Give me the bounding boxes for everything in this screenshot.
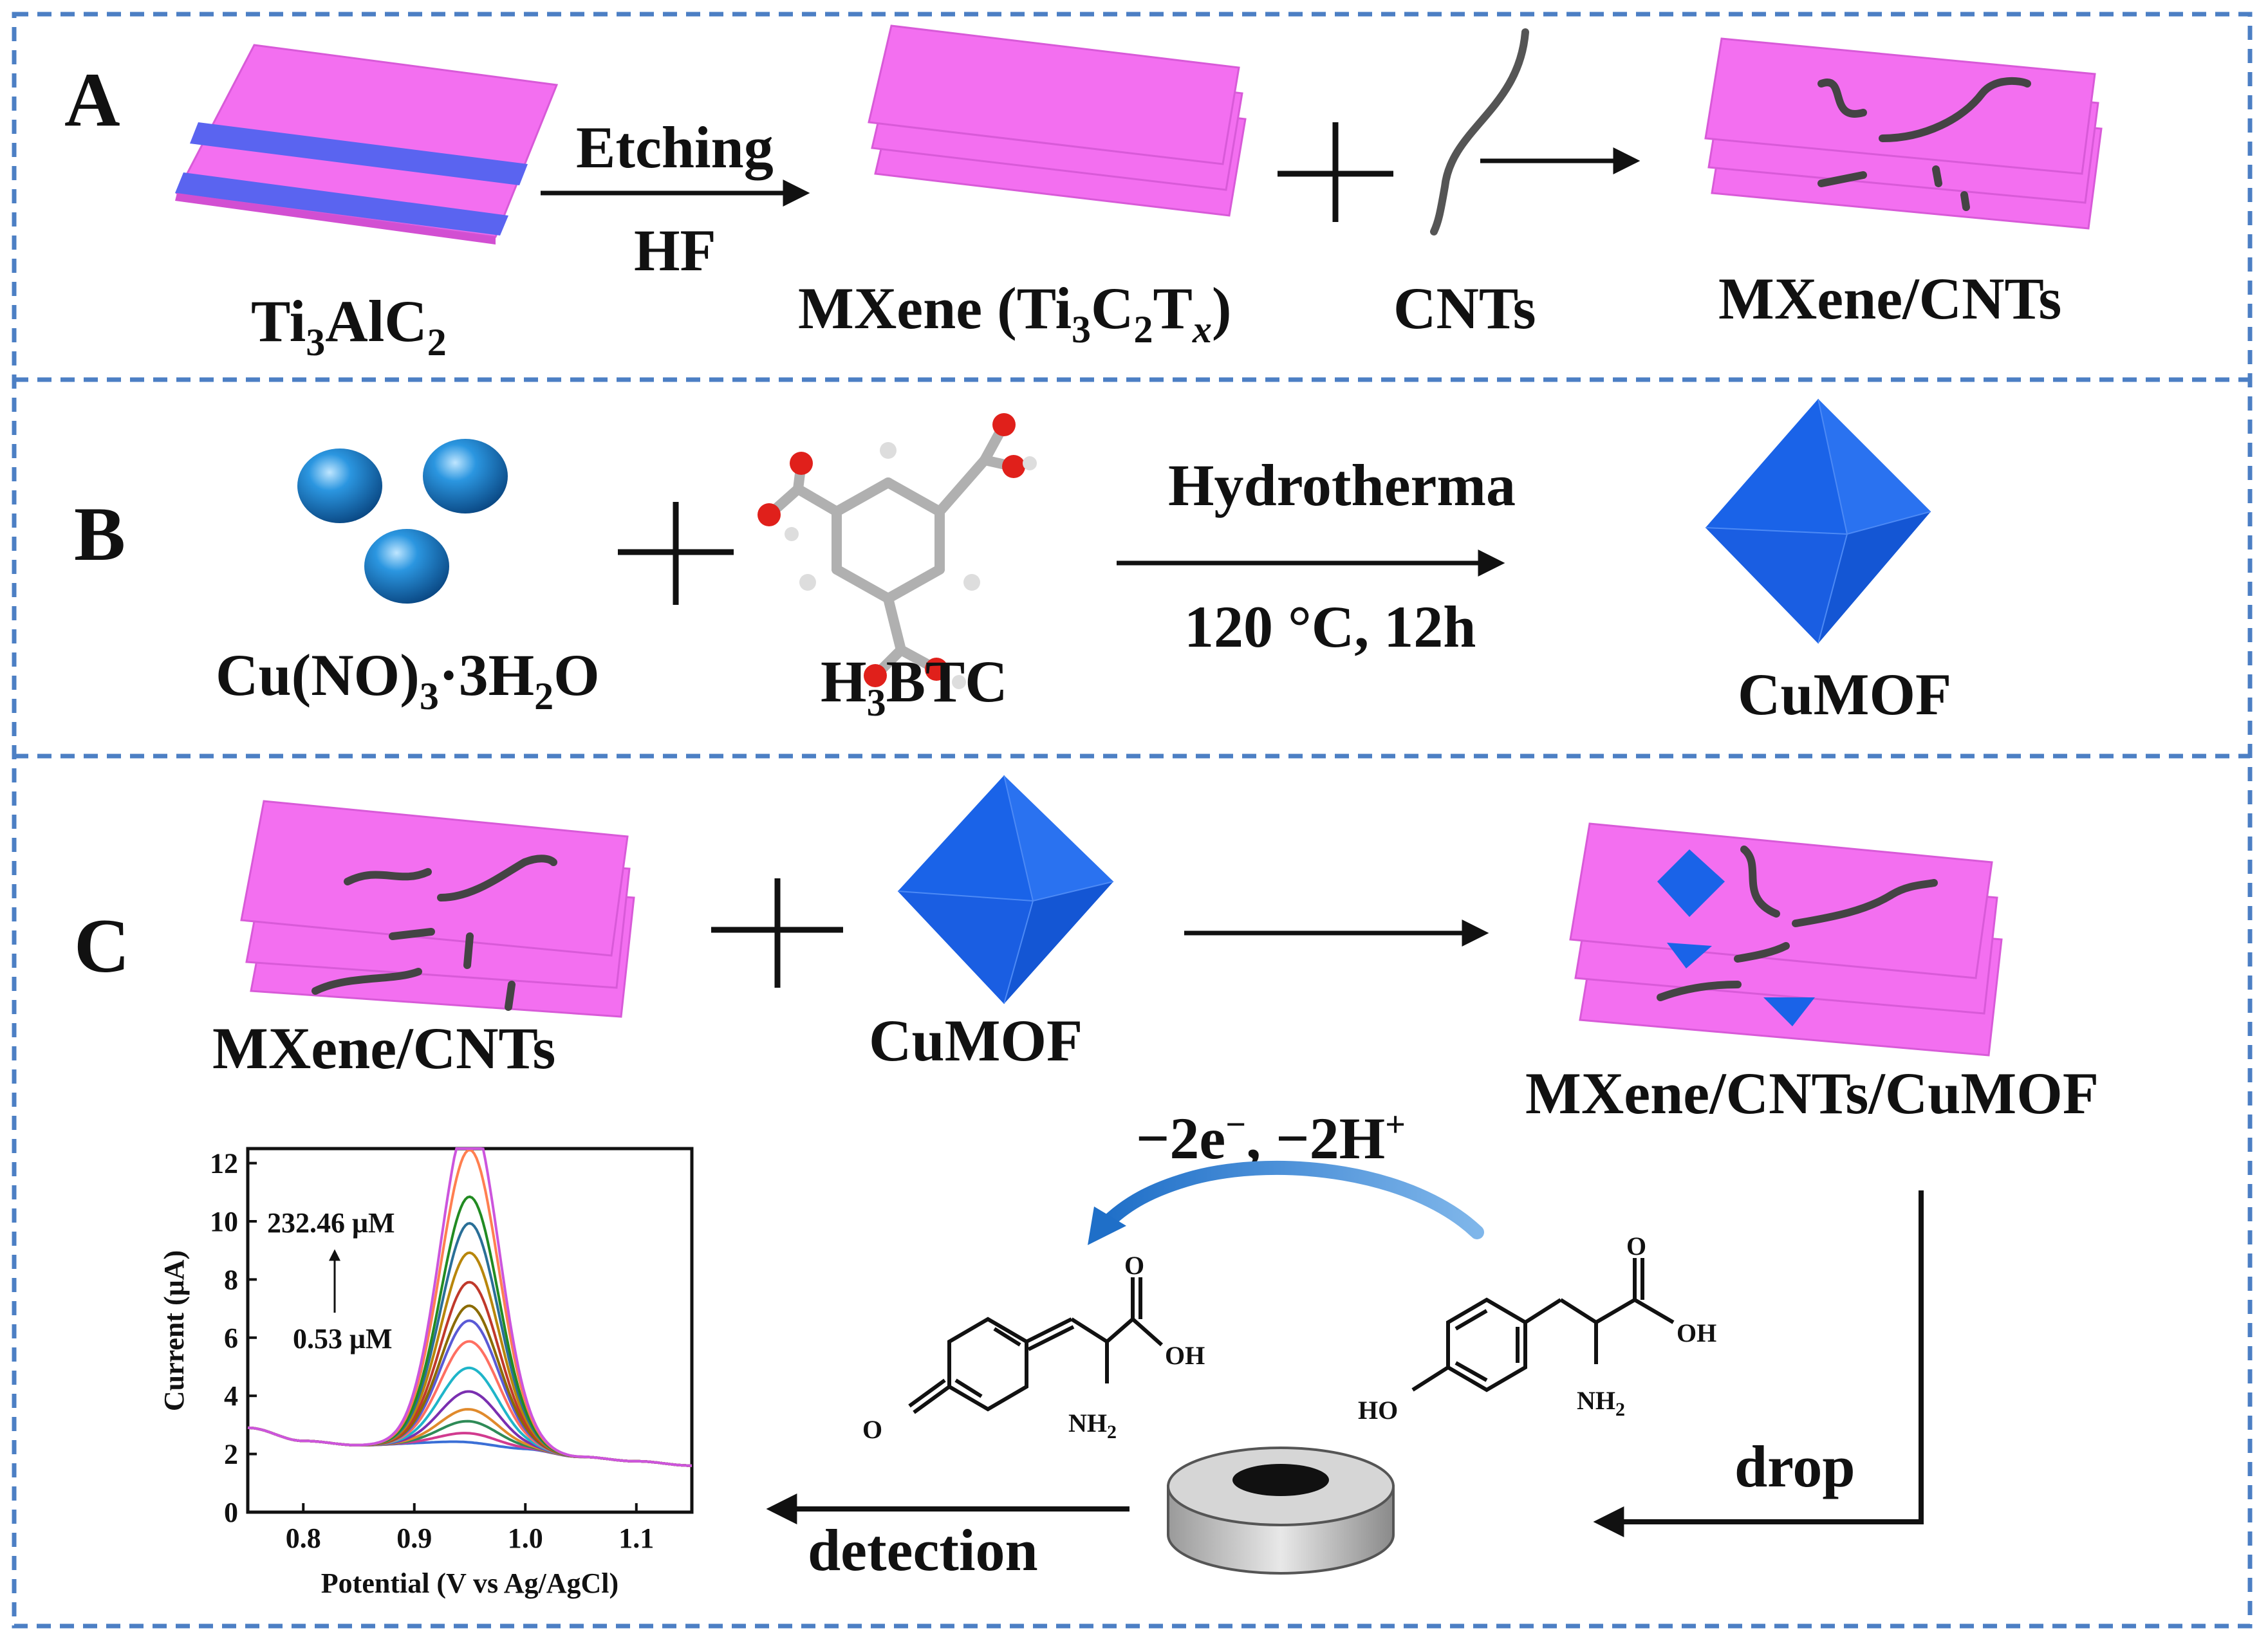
tyrosine-ho: HO	[1358, 1396, 1398, 1425]
mxene-label: MXene (Ti3C2Tx)	[798, 275, 1231, 351]
tyrosine-nh2: NH2	[1577, 1386, 1625, 1420]
x-ticks: 0.8 0.9 1.0 1.1	[286, 1503, 654, 1554]
y-tick-label: 8	[224, 1264, 238, 1295]
detection-label: detection	[808, 1517, 1038, 1583]
y-ticks: 0 2 4 6 8 10 12	[210, 1148, 257, 1528]
oxidation-arrow	[1097, 1160, 1484, 1239]
panel-letter-a: A	[64, 57, 120, 142]
x-tick-label: 0.8	[286, 1522, 321, 1554]
x-tick-label: 1.0	[508, 1522, 543, 1554]
ti3alc2-label: Ti3AlC2	[251, 288, 447, 364]
cumof-label-b: CuMOF	[1738, 661, 1951, 727]
mxene-sheets	[868, 24, 1247, 217]
composite-sheets	[1569, 822, 2003, 1057]
plus-sign-a	[1278, 122, 1393, 222]
mxene-cnts-label-c: MXene/CNTs	[212, 1015, 555, 1081]
redox-label: −2e−, −2H+	[1136, 1105, 1406, 1171]
tyrosine-o: O	[1626, 1232, 1646, 1261]
x-tick-label: 0.9	[396, 1522, 432, 1554]
oxidized-oh: OH	[1165, 1341, 1205, 1370]
cnt-tube	[1430, 28, 1529, 236]
annotation-low: 0.53 μM	[293, 1323, 392, 1355]
y-axis-label: Current (μA)	[158, 1250, 190, 1411]
cnts-label: CNTs	[1393, 275, 1536, 341]
chart-frame	[246, 1147, 694, 1514]
oxidized-o-left: O	[862, 1415, 882, 1444]
oxidized-nh2: NH2	[1068, 1409, 1117, 1443]
tyrosine-oh: OH	[1677, 1318, 1716, 1347]
electrode	[1167, 1447, 1395, 1575]
y-tick-label: 10	[210, 1206, 238, 1237]
dpv-chart: 0 2 4 6 8 10 12 0.8 0.9 1.0 1.1 232.46 μM 0.53 μM…	[158, 1147, 694, 1599]
cu-spheres	[297, 439, 508, 604]
drop-label: drop	[1734, 1434, 1855, 1499]
hf-label: HF	[634, 217, 716, 283]
panel-letter-b: B	[74, 491, 125, 577]
conditions-label: 120 °C, 12h	[1184, 594, 1476, 660]
oxidized-molecule	[908, 1277, 1163, 1414]
tyrosine-molecule	[1411, 1258, 1675, 1392]
copper-salt-label: Cu(NO)3·3H2O	[216, 642, 600, 717]
composite-label: MXene/CNTs/CuMOF	[1525, 1060, 2099, 1126]
y-tick-label: 0	[224, 1497, 238, 1528]
x-axis-label: Potential (V vs Ag/AgCl)	[321, 1567, 618, 1599]
y-tick-label: 6	[224, 1322, 238, 1354]
mxene-cnts-sheets	[1704, 37, 2103, 230]
cumof-octahedron-b	[1705, 398, 1931, 644]
panel-c: C MXene/CNTs CuMOF	[74, 775, 2099, 1599]
y-tick-label: 12	[210, 1148, 238, 1179]
h3btc-label: H3BTC	[821, 649, 1008, 724]
cumof-octahedron-c	[897, 775, 1114, 1004]
dpv-curve	[247, 1147, 692, 1467]
y-tick-label: 4	[224, 1380, 238, 1412]
plus-sign-c	[711, 878, 843, 988]
panel-letter-c: C	[74, 903, 130, 988]
mxene-cnts-label-a: MXene/CNTs	[1718, 266, 2061, 331]
panel-b: B Cu(NO)3·3H2O	[74, 398, 1951, 727]
x-tick-label: 1.1	[618, 1522, 654, 1554]
oxidized-o-top: O	[1124, 1251, 1144, 1280]
panel-borders	[12, 12, 2253, 1629]
drop-arrow	[1593, 1190, 1924, 1537]
dpv-curves	[247, 1147, 692, 1467]
ti3alc2-block	[175, 44, 559, 245]
y-tick-label: 2	[224, 1439, 238, 1470]
panel-a: A Ti3AlC2 Etching HF MXene (Ti3C2Tx)	[64, 24, 2103, 364]
mxene-cnts-sheets-c	[240, 800, 635, 1018]
oxidation-arrowhead	[1088, 1207, 1126, 1245]
outer-border	[12, 12, 2253, 1629]
cumof-label-c: CuMOF	[869, 1008, 1083, 1073]
etching-label: Etching	[576, 115, 774, 180]
annotation-high: 232.46 μM	[267, 1207, 395, 1239]
hydrotherma-label: Hydrotherma	[1168, 452, 1516, 518]
h3btc-molecule	[758, 413, 1037, 689]
plus-sign-b	[618, 502, 734, 605]
